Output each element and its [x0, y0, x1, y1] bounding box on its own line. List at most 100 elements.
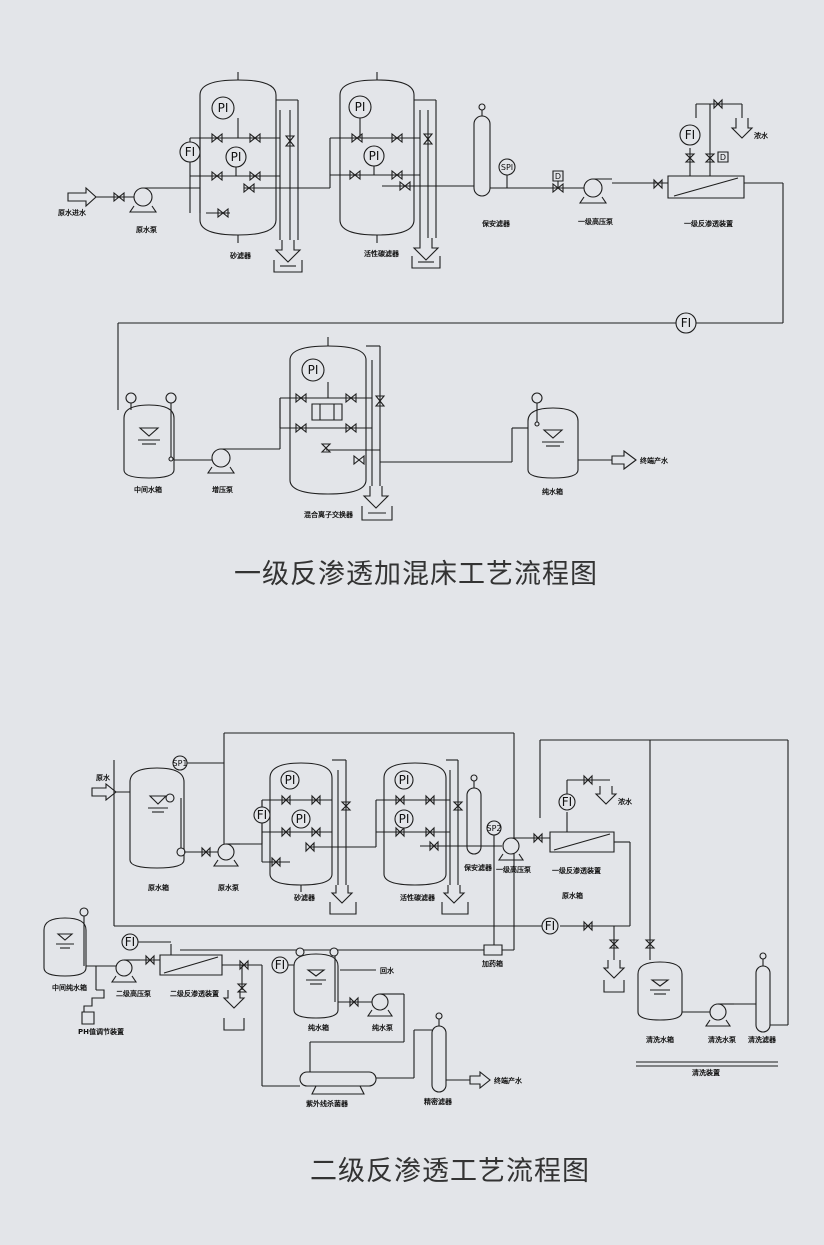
svg-text:PI: PI: [285, 773, 296, 787]
return-fi-gauge: FI: [676, 313, 696, 333]
svg-text:D: D: [720, 153, 726, 162]
mid-tank-label: 中间水箱: [134, 485, 162, 494]
raw-tank-vessel: [130, 768, 185, 868]
svg-text:PI: PI: [231, 150, 242, 164]
svg-text:SP2: SP2: [487, 824, 502, 833]
clean-filter-vessel: [756, 953, 770, 1032]
raw-inlet-arrow-2: [92, 784, 116, 800]
hp-pump1-label: 一级高压泵: [496, 865, 531, 874]
clean-tank-label: 清洗水箱: [646, 1035, 674, 1044]
pure-tank-label-2: 纯水箱: [308, 1023, 329, 1032]
ro-unit-box: [668, 176, 744, 198]
hp-pump-icon-2: [499, 838, 528, 860]
mid-pure-tank-label: 中间纯水箱: [52, 983, 87, 992]
diagram-two-title: 二级反渗透工艺流程图: [310, 1156, 590, 1187]
sand2-pi-gauge-top: PI: [281, 771, 299, 789]
pure-tank2-sensor-2: [330, 948, 338, 956]
d-instrument-1: D: [553, 171, 563, 181]
carbon-filter-label-2: 活性碳滤器: [400, 893, 436, 902]
pure-tank2-sensor-1: [296, 948, 304, 956]
svg-text:PI: PI: [399, 812, 410, 826]
return-water-label: 回水: [380, 966, 395, 975]
mid-pure-tank-vessel: [44, 914, 86, 976]
svg-text:PI: PI: [399, 773, 410, 787]
clean-tank-vessel: [638, 962, 682, 1020]
recirc-fi-gauge: FI: [542, 918, 558, 934]
d-instrument-2: D: [718, 152, 728, 162]
product-outlet-arrow: [612, 451, 636, 469]
clean-filter-label: 清洗滤器: [748, 1035, 777, 1044]
security-filter-label: 保安滤器: [481, 219, 511, 228]
raw-water-inlet-label: 原水进水: [58, 208, 87, 217]
booster-pump-label: 增压泵: [212, 485, 233, 494]
svg-text:PI: PI: [369, 149, 380, 163]
mixed-bed-vessel: [280, 337, 380, 494]
ro-fi-gauge: FI: [680, 125, 700, 145]
svg-text:D: D: [555, 172, 561, 181]
raw-pump-icon-2: [214, 844, 240, 866]
hp-pump-icon: [580, 179, 612, 203]
sp1-gauge: SP1: [173, 756, 188, 770]
diagram-one: 原水进水 原水泵: [58, 72, 783, 590]
svg-text:PI: PI: [218, 101, 229, 115]
carbon2-pi-gauge-top: PI: [395, 771, 413, 789]
carbon2-drain: [442, 760, 468, 914]
pure-tank-sensor: [532, 393, 542, 403]
raw-pump-label-2: 原水泵: [218, 883, 239, 892]
svg-text:FI: FI: [545, 919, 555, 933]
sp2-gauge: SP2: [487, 821, 502, 835]
svg-text:FI: FI: [685, 128, 695, 142]
sand2-fi-gauge: FI: [254, 807, 270, 823]
raw-water-inlet-arrow: [68, 188, 96, 206]
clean-pump-icon: [706, 1004, 734, 1026]
sand2-drain: [330, 760, 356, 914]
svg-text:FI: FI: [275, 958, 285, 972]
sand-filter-drain: [274, 100, 302, 272]
ph-dosing-label: PH值调节装置: [78, 1027, 124, 1036]
dosing-box: [484, 945, 502, 955]
ro1-fi-gauge: FI: [559, 794, 575, 810]
raw-tank2-label: 原水箱: [562, 891, 583, 900]
product-arrow-2: [470, 1072, 490, 1088]
raw-tank-label-2: 原水箱: [148, 883, 169, 892]
ro2-box: [160, 955, 222, 975]
svg-text:PI: PI: [308, 363, 319, 377]
carbon-filter-pi-gauge-mid: PI: [364, 146, 384, 166]
ro2-label: 二级反渗透装置: [170, 989, 219, 998]
carbon-filter-vessel-2: [376, 763, 458, 885]
booster-pump-icon: [208, 449, 240, 473]
hp-pump2-label: 二级高压泵: [116, 989, 151, 998]
mixed-bed-label: 混合离子交换器: [304, 510, 354, 519]
concentrate-label: 浓水: [754, 131, 769, 140]
mixed-bed-drain: [362, 346, 392, 520]
concentrate-arrow-2: [596, 786, 616, 804]
hp-pump2-icon: [112, 960, 140, 982]
hp-pump-label: 一级高压泵: [578, 217, 613, 226]
ro-unit-label: 一级反渗透装置: [684, 219, 733, 228]
raw-inlet-label-2: 原水: [96, 773, 111, 782]
svg-text:SPI: SPI: [501, 163, 513, 172]
svg-text:FI: FI: [562, 795, 572, 809]
svg-text:SP1: SP1: [173, 759, 188, 768]
security-filter-spi-gauge: SPI: [499, 159, 515, 175]
diagram-one-title: 一级反渗透加混床工艺流程图: [234, 559, 598, 590]
mixed-bed-pi-gauge: PI: [302, 359, 324, 381]
sand2-pi-gauge-mid: PI: [292, 810, 310, 828]
carbon-filter-pi-gauge-top: PI: [349, 96, 371, 118]
security-filter-label-2: 保安滤器: [463, 863, 493, 872]
security-filter-vessel-2: [467, 775, 481, 854]
svg-text:FI: FI: [125, 935, 135, 949]
sand-filter-pi-gauge-mid: PI: [226, 147, 246, 167]
svg-text:FI: FI: [185, 145, 195, 159]
raw-pump-label: 原水泵: [136, 225, 157, 234]
uv-label: 紫外线杀菌器: [306, 1099, 349, 1108]
ro1-label: 一级反渗透装置: [552, 866, 601, 875]
ph-dosing-icon: [82, 990, 104, 1024]
product-label-2: 终端产水: [494, 1076, 523, 1085]
mid-tank-sensor-2: [166, 393, 176, 403]
middle-tank-vessel: [124, 403, 174, 478]
pure-pump-icon: [368, 994, 394, 1016]
precision-filter-vessel: [432, 1013, 446, 1092]
ro2-fi-gauge-left: FI: [122, 934, 138, 950]
carbon-filter-drain: [412, 100, 440, 268]
